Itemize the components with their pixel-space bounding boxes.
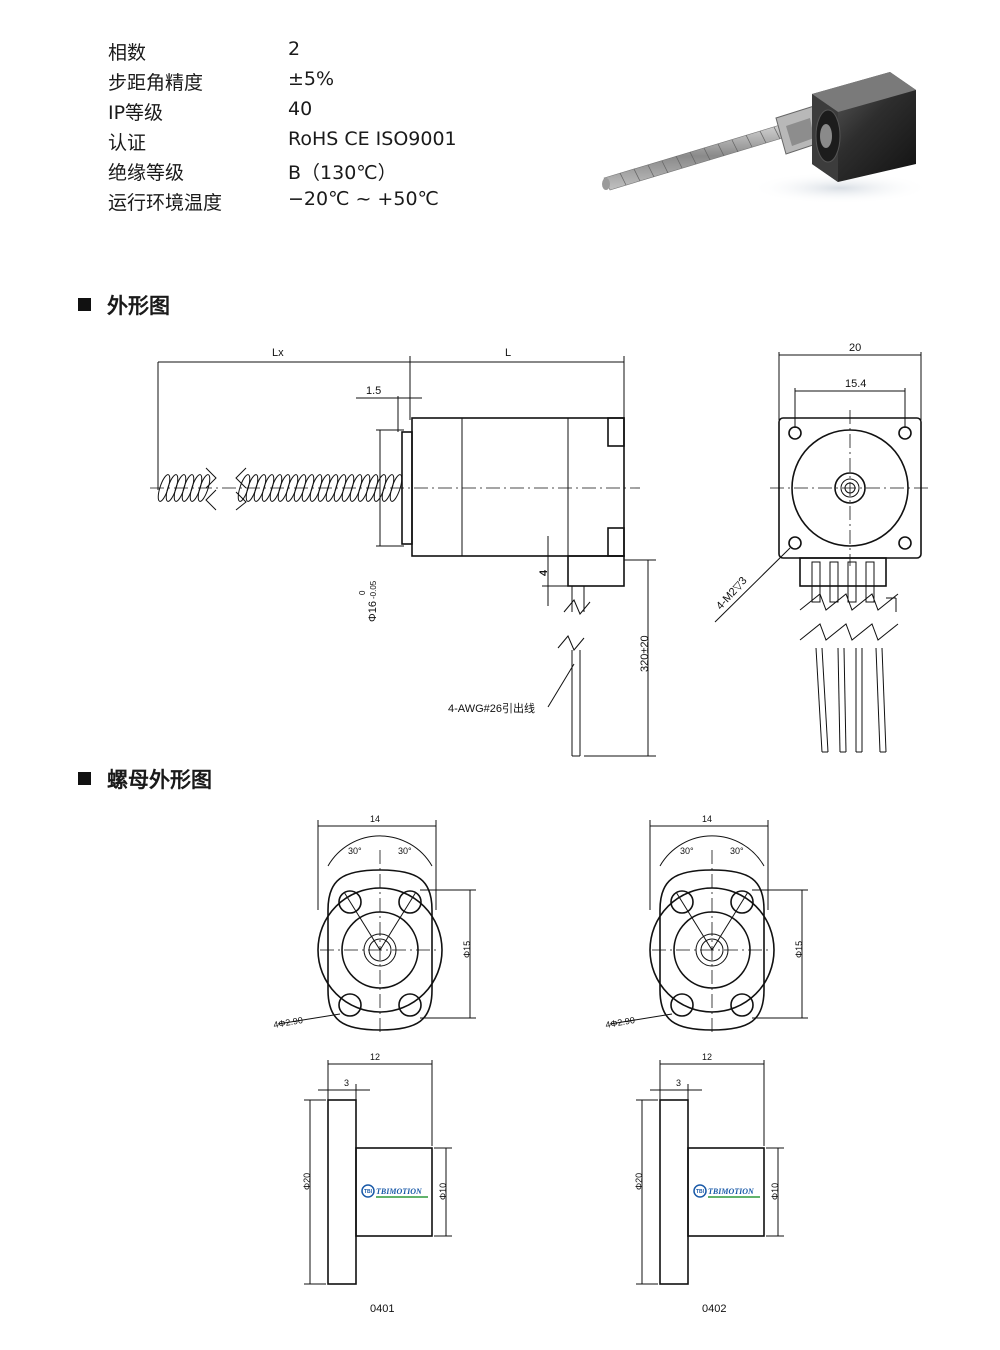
spec-value: −20℃ ~ +50℃ [288, 188, 439, 210]
nut-code: 0402 [702, 1303, 726, 1315]
nut-drawing-0401: 14 30° 30° Φ15 4Φ2.90 12 3 [273, 814, 476, 1315]
spec-label: 认证 [108, 132, 147, 154]
nut-angle-left: 30° [348, 846, 362, 856]
dim-pilot-tol-upper: 0 [358, 590, 367, 595]
nut-dim-length: 12 [370, 1052, 380, 1062]
spec-value: 40 [288, 98, 313, 120]
nut-dim-flange-dia: Φ20 [302, 1173, 312, 1190]
dim-lx: Lx [272, 347, 284, 359]
lead-screw [157, 467, 403, 511]
tbi-logo-text: TBIMOTION [708, 1187, 755, 1196]
bullet-square-icon [78, 772, 91, 785]
nut-drawing-0402: 14 30° 30° Φ15 4Φ2.90 12 3 [605, 814, 808, 1315]
nut-section-title: 螺母外形图 [78, 764, 212, 794]
nut-dim-flange: 3 [344, 1078, 349, 1088]
spec-value: 2 [288, 38, 301, 60]
lead-wire-note: 4-AWG#26引出线 [448, 701, 535, 715]
dim-lead-length: 320±20 [639, 635, 651, 672]
spec-label: 相数 [108, 42, 147, 64]
nut-dim-body-dia: Φ10 [438, 1183, 448, 1200]
dim-motor-width: 20 [849, 342, 861, 354]
nut-angle-left: 30° [680, 846, 694, 856]
nut-side-view: 12 3 Φ20 Φ10 TBI TBIMOTION 0401 [302, 1052, 452, 1315]
nut-angle-right: 30° [398, 846, 412, 856]
nut-dim-body-dia: Φ10 [770, 1183, 780, 1200]
nut-dim-flange-dia: Φ20 [634, 1173, 644, 1190]
tbi-logo: TBI TBIMOTION [361, 1184, 428, 1198]
motor-body-outline [411, 417, 625, 557]
tbi-logo-badge: TBI [696, 1189, 705, 1195]
nut-dim-height: Φ15 [462, 941, 472, 958]
spec-value: RoHS CE ISO9001 [288, 128, 457, 150]
spec-label: 步距角精度 [108, 72, 204, 94]
nut-front-view: 14 30° 30° Φ15 4Φ2.90 [273, 814, 476, 1032]
spec-value: B（130℃） [288, 162, 397, 184]
nut-dim-width: 14 [702, 814, 712, 824]
nut-code: 0401 [370, 1303, 394, 1315]
spec-label: 运行环境温度 [108, 192, 223, 214]
spec-label: 绝缘等级 [108, 162, 185, 184]
section-title-text: 外形图 [107, 294, 170, 318]
nut-holes-note: 4Φ2.90 [273, 1015, 304, 1030]
nut-holes-note: 4Φ2.90 [605, 1015, 636, 1030]
nut-front-view: 14 30° 30° Φ15 4Φ2.90 [605, 814, 808, 1032]
tbi-logo-text: TBIMOTION [376, 1187, 423, 1196]
nut-dim-flange: 3 [676, 1078, 681, 1088]
nut-dim-width: 14 [370, 814, 380, 824]
spec-value: ±5% [288, 68, 335, 90]
motor-lead-wires [799, 561, 899, 753]
tbi-logo-badge: TBI [364, 1189, 373, 1195]
nut-dim-length: 12 [702, 1052, 712, 1062]
motor-outline-drawing: Lx L 1.5 Φ16 0 -0.05 4 4-AWG#26引出线 320±2… [150, 342, 930, 757]
nut-dim-height: Φ15 [794, 941, 804, 958]
dim-4: 4 [538, 569, 550, 576]
nut-side-view: 12 3 Φ20 Φ10 TBI TBIMOTION 0402 [634, 1052, 784, 1315]
tbi-logo: TBI TBIMOTION [693, 1184, 760, 1198]
dim-pilot-tol-lower: -0.05 [369, 580, 378, 599]
spec-label: IP等级 [108, 102, 164, 124]
dim-hole-spacing: 15.4 [845, 378, 866, 390]
section-title-text: 螺母外形图 [107, 768, 212, 792]
dim-flange-thickness: 1.5 [366, 385, 381, 397]
dim-pilot-diameter: Φ16 [367, 601, 379, 622]
nut-angle-right: 30° [730, 846, 744, 856]
outline-section-title: 外形图 [78, 290, 170, 320]
dim-l: L [505, 347, 511, 359]
product-photo [602, 72, 930, 204]
bullet-square-icon [78, 298, 91, 311]
